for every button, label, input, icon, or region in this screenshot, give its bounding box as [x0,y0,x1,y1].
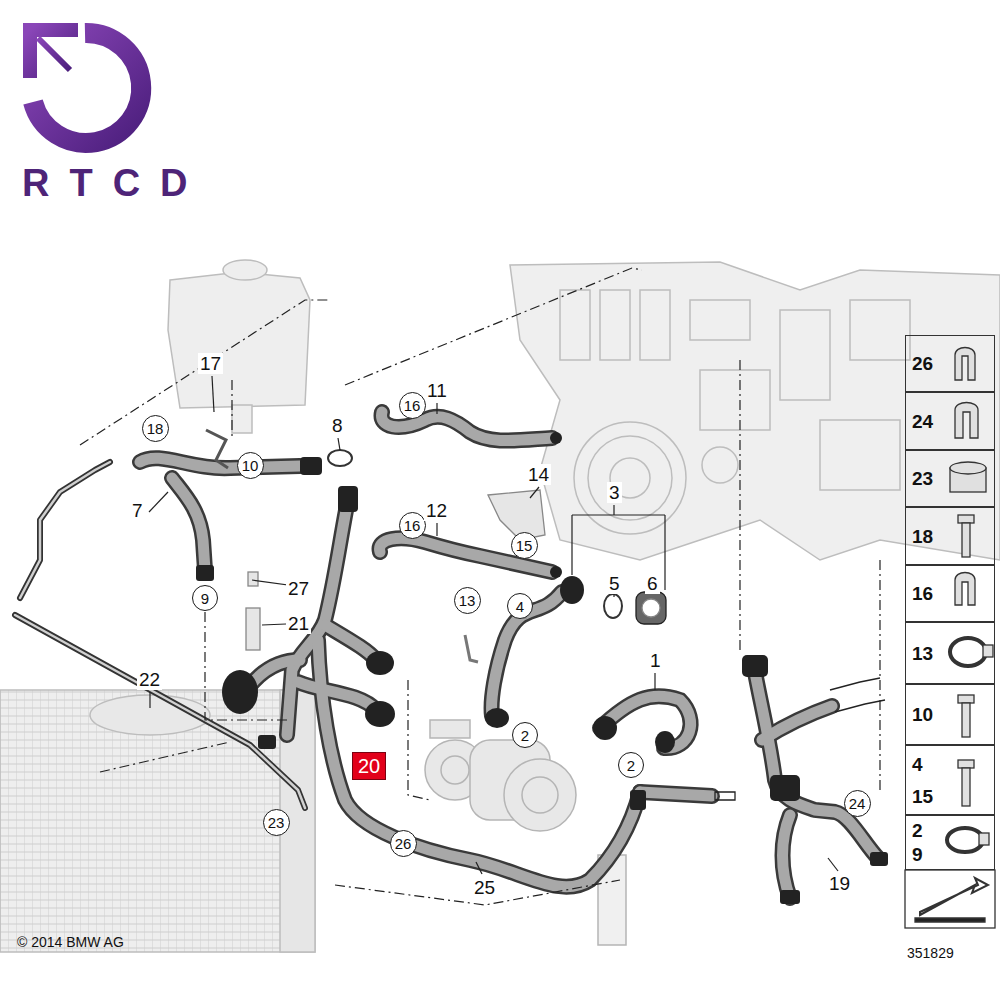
part-number: 27 [286,578,311,599]
callout-number: 26 [395,836,412,851]
callout-number: 2 [627,758,635,773]
callout-number: 10 [912,705,988,724]
part-number: 8 [330,415,345,436]
fastener-panel: 13 [905,622,995,684]
callout-number: 9 [201,591,209,606]
logo-text: RTCD [20,163,210,203]
callout-number: 24 [912,412,988,431]
callout-circle: 23 [263,809,290,836]
callout-circle: 9 [192,585,218,611]
copyright-note: © 2014 BMW AG [15,934,126,950]
callout-number: 4 [516,599,524,614]
highlighted-callout: 20 [352,752,386,780]
part-number: 14 [526,464,551,485]
fastener-panel: 10 [905,684,995,745]
fastener-panel: 23 [905,450,995,507]
callout-number: 2 [912,821,988,840]
callout-number: 16 [404,398,421,413]
callout-circle: 16 [399,512,426,539]
part-number: 19 [827,873,852,894]
part-number: 21 [286,613,311,634]
part-number: 11 [425,380,449,401]
callout-circle: 16 [399,392,426,419]
fastener-panel: 4 15 [905,745,995,815]
callout-number: 23 [268,815,285,830]
callout-circle: 10 [237,452,264,479]
fastener-panel: 29 [905,815,995,870]
callout-number: 18 [912,527,988,546]
callout-number: 2 [521,728,529,743]
part-number: 6 [645,573,660,594]
part-number: 22 [137,669,162,690]
callout-number: 18 [147,421,164,436]
callout-number: 15 [516,538,533,553]
fastener-panel: 18 [905,507,995,565]
part-number: 17 [198,353,223,374]
callout-circle: 4 [507,593,533,619]
callout-circle: 24 [844,790,871,817]
callout-circle: 26 [390,830,417,857]
part-number: 3 [607,482,622,503]
copyright-note: 351829 [905,945,956,961]
callout-number: 26 [912,354,988,373]
part-number: 5 [607,573,622,594]
part-number: 1 [648,650,663,671]
callout-number: 16 [912,584,988,603]
callout-circle: 15 [511,532,538,559]
part-number: 25 [472,877,497,898]
callout-circle: 2 [618,752,644,778]
fastener-panel: 24 [905,392,995,450]
callout-number: 4 [912,755,988,774]
fastener-panel: 16 [905,565,995,622]
callout-number: 20 [358,756,380,776]
fastener-panel: 26 [905,335,995,392]
callout-number: 9 [912,845,988,864]
callout-circle: 2 [512,722,538,748]
callout-number: 23 [912,469,988,488]
callout-number: 24 [849,796,866,811]
callout-number: 13 [459,593,476,608]
callout-number: 15 [912,787,988,806]
part-number: 12 [424,500,449,521]
callout-number: 10 [242,458,259,473]
callout-number: 16 [404,518,421,533]
callout-circle: 13 [454,587,481,614]
callout-number: 13 [912,644,988,663]
part-number: 7 [130,500,145,521]
callout-circle: 18 [142,415,169,442]
